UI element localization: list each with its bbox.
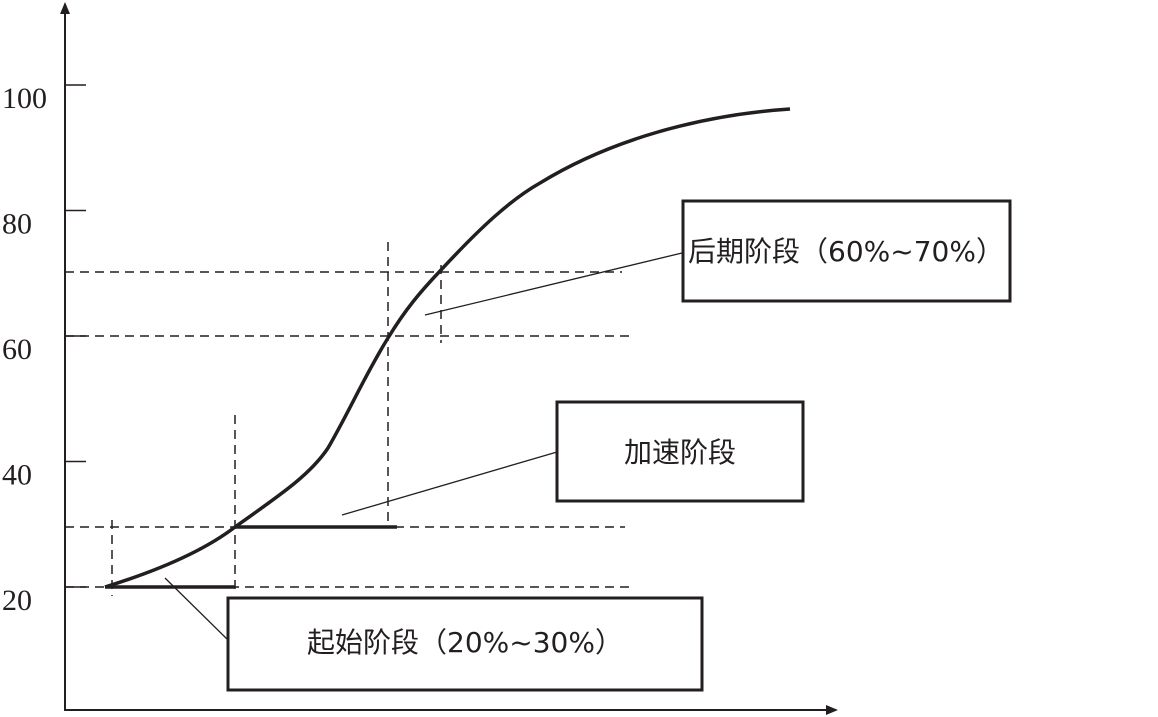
leader-start	[164, 577, 229, 641]
label-accel: 加速阶段	[624, 436, 736, 469]
label-start: 起始阶段（20%~30%）	[307, 626, 623, 659]
label-box-accel: 加速阶段	[555, 400, 805, 503]
y-tick-label: 20	[2, 584, 32, 617]
leader-accel	[341, 451, 558, 516]
s-curve	[104, 107, 791, 589]
leader-late	[424, 252, 683, 316]
label-late: 后期阶段（60%~70%）	[688, 235, 1004, 268]
label-box-late: 后期阶段（60%~70%）	[681, 199, 1012, 303]
y-tick-label: 60	[2, 333, 32, 366]
y-tick-label: 80	[2, 208, 32, 241]
y-tick-label: 40	[2, 459, 32, 492]
y-tick-label: 100	[2, 82, 47, 115]
label-box-start: 起始阶段（20%~30%）	[226, 596, 704, 692]
